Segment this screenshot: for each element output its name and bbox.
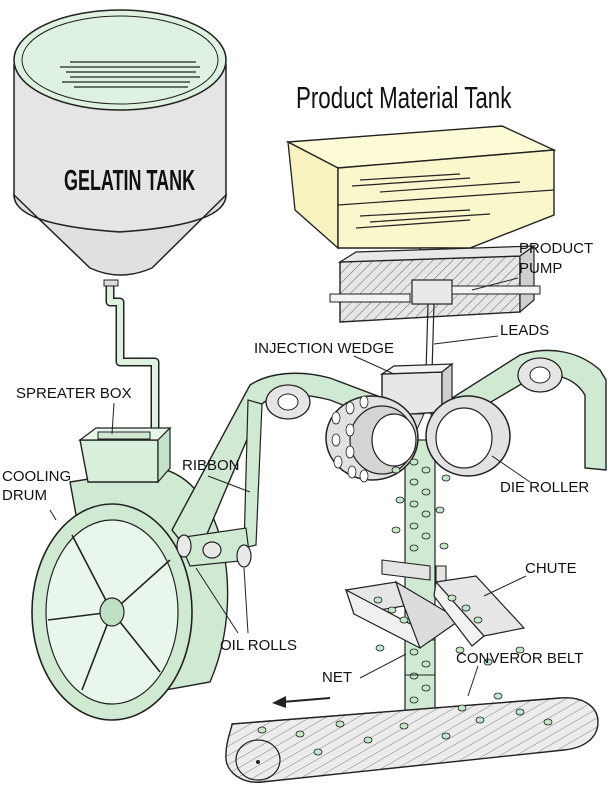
die-roller-right: [425, 395, 511, 477]
ribbon-label: RIBBON: [182, 457, 240, 474]
product-pump-label-line2: PUMP: [519, 260, 562, 277]
leads: [425, 303, 435, 373]
chute-capsules: [373, 594, 525, 666]
conveyor-belt-label: CONVEROR BELT: [456, 650, 583, 667]
gelatin-tank-label: GELATIN TANK: [64, 165, 196, 197]
gelatin-pipe: [103, 279, 160, 438]
gelatin-tank: GELATIN TANK: [13, 9, 227, 276]
chute-right: [433, 575, 526, 647]
spreater-box-label: SPREATER BOX: [16, 385, 132, 402]
net-label: NET: [322, 669, 352, 686]
product-material-tank: [285, 125, 557, 278]
die-roller-left: [325, 395, 419, 483]
belt-direction-arrow: [281, 697, 331, 703]
oil-rolls-label: OIL ROLLS: [220, 637, 297, 654]
oil-rolls: [176, 527, 252, 568]
chute-label: CHUTE: [525, 560, 577, 577]
injection-wedge-label: INJECTION WEDGE: [254, 340, 394, 357]
cooling-drum: [31, 467, 229, 721]
diagram-title: Product Material Tank: [296, 80, 512, 114]
die-roller-label: DIE ROLLER: [500, 479, 589, 496]
net-bars: [381, 559, 447, 711]
guide-roller-right: [517, 357, 563, 393]
conveyor-belt: [225, 692, 599, 783]
product-pump: [329, 244, 541, 323]
cooling-drum-label-line2: DRUM: [2, 487, 47, 504]
leads-label: LEADS: [500, 322, 549, 339]
spreater-box: [78, 426, 172, 484]
cooling-drum-label-line1: COOLING: [2, 468, 71, 485]
guide-roller-left: [265, 384, 311, 420]
product-pump-label-line1: PRODUCT: [519, 240, 593, 257]
gelatin-surface: [13, 9, 227, 111]
